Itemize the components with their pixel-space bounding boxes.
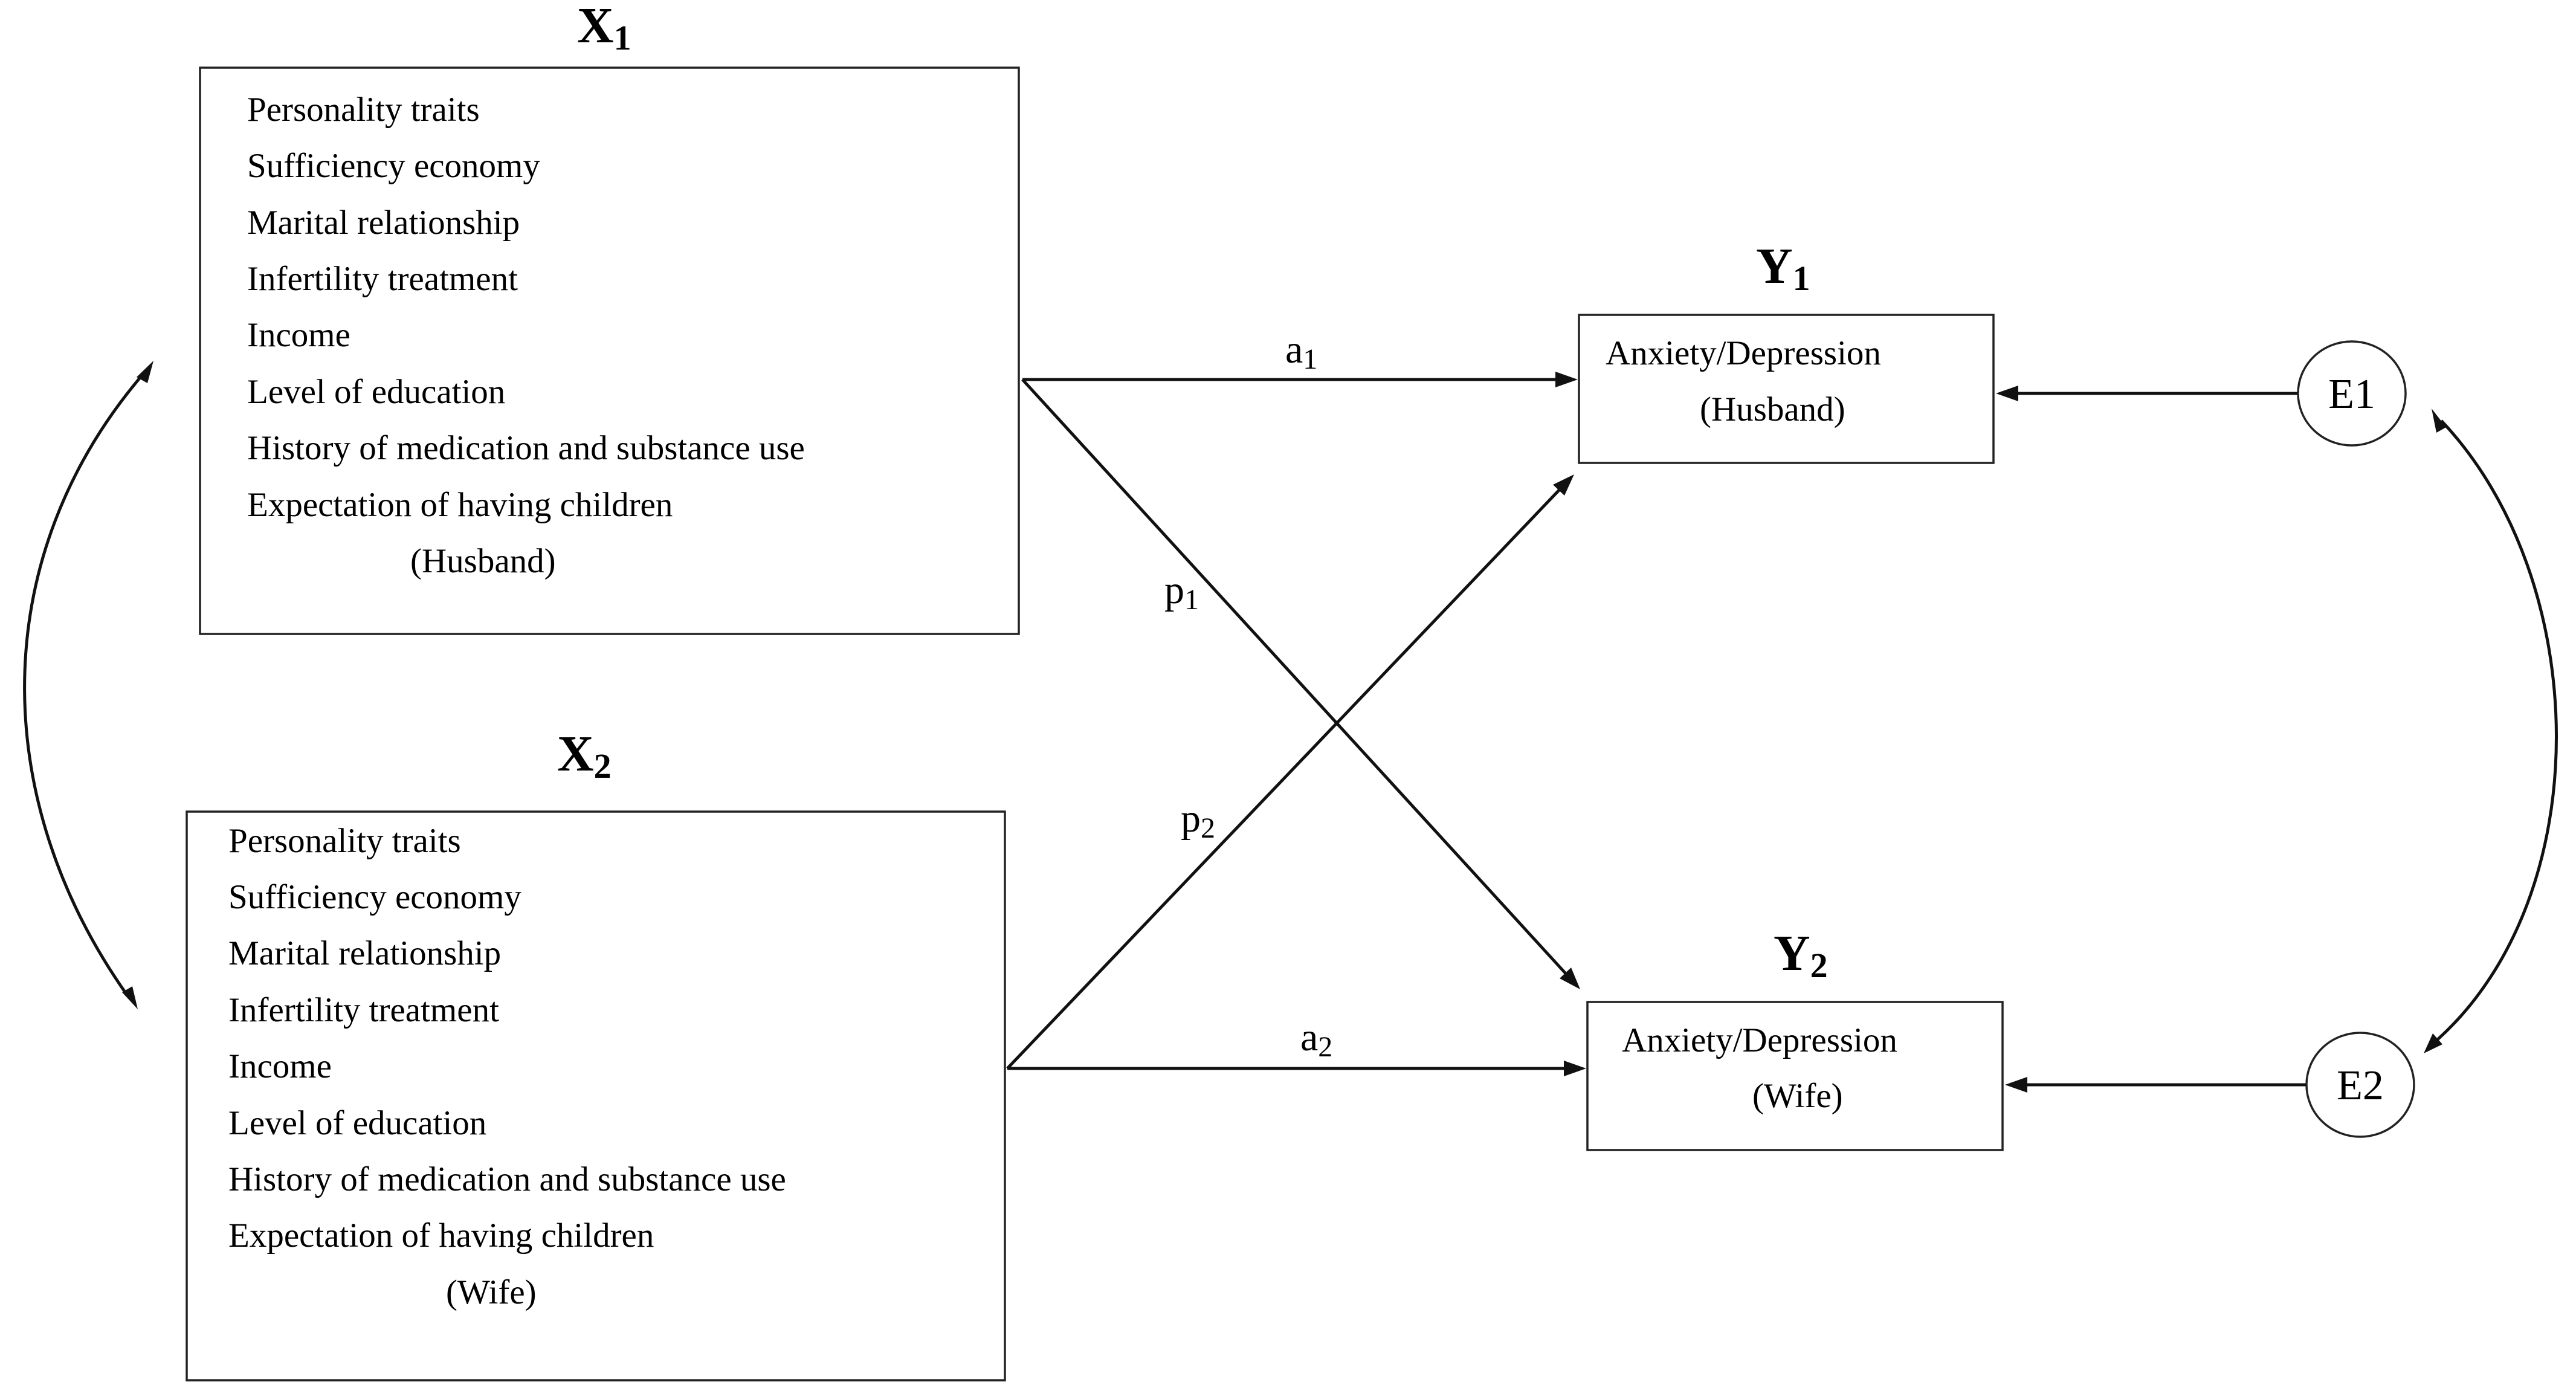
path-a2 [1007,1061,1586,1076]
path-e2-y2-arrowhead [2005,1077,2027,1093]
covariance-e1-e2-arrowhead-bottom [2424,1033,2442,1053]
y2-heading-subscript: 2 [1810,946,1828,985]
x2-item-medication: History of medication and substance use [228,1160,786,1198]
x2-item-education: Level of education [228,1104,486,1142]
path-a1-arrowhead [1555,372,1578,387]
x1-item-education: Level of education [247,373,505,411]
y1-role: (Husband) [1700,390,1845,428]
x2-block: X2 Personality traits Sufficiency econom… [186,726,1006,1381]
path-a1-label: a1 [1285,328,1317,375]
path-p2 [1006,474,1574,1070]
covariance-x1-x2-arc [23,373,144,996]
x1-heading-subscript: 1 [614,18,631,57]
path-p1-arrowhead [1560,968,1580,989]
path-a2-label: a2 [1300,1015,1332,1063]
path-p1-label: p1 [1164,568,1199,616]
x1-box [199,66,1020,635]
x2-box [186,810,1006,1381]
path-p2-arrowhead [1553,474,1574,496]
x2-role: (Wife) [446,1273,537,1311]
x1-role: (Husband) [410,542,556,580]
x1-heading: X1 [577,0,631,57]
y1-heading-subscript: 1 [1793,259,1810,298]
y2-heading-letter: Y [1774,925,1810,981]
y2-box [1586,1001,2004,1151]
covariance-e1-e2-arrowhead-top [2432,409,2446,433]
path-a1-subscript: 1 [1303,343,1317,375]
covariance-x1-x2 [23,361,153,1009]
x2-item-marital: Marital relationship [228,934,501,972]
x2-item-sufficiency: Sufficiency economy [228,878,521,916]
x2-heading-letter: X [557,726,594,782]
path-p1-letter: p [1164,568,1184,612]
y1-label: Anxiety/Depression [1606,334,1881,372]
path-p1 [1021,378,1580,989]
e2-circle [2305,1032,2415,1138]
x1-item-personality: Personality traits [247,91,480,129]
y2-label: Anxiety/Depression [1622,1021,1897,1059]
path-a1-letter: a [1285,328,1303,372]
x2-item-expectation: Expectation of having children [228,1217,654,1255]
x1-item-medication: History of medication and substance use [247,429,805,467]
x2-heading-subscript: 2 [594,746,612,786]
y1-block: Y1 Anxiety/Depression (Husband) [1578,238,1995,464]
path-p2-label: p2 [1181,797,1215,844]
path-a2-subscript: 2 [1318,1031,1332,1063]
x2-heading: X2 [557,726,612,786]
covariance-x1-x2-arrowhead-top [137,361,153,383]
x1-item-income: Income [247,316,350,354]
path-e2-y2 [2005,1077,2306,1093]
y1-heading-letter: Y [1756,238,1793,294]
y1-heading: Y1 [1756,238,1810,298]
path-e1-y1-arrowhead [1996,386,2018,401]
path-a2-arrowhead [1564,1061,1586,1076]
path-p1-subscript: 1 [1184,584,1199,616]
path-p2-subscript: 2 [1201,812,1215,844]
x1-block: X1 Personality traits Sufficiency econom… [199,0,1020,635]
x1-item-infertility: Infertility treatment [247,260,518,298]
covariance-x1-x2-arrowhead-bottom [122,986,138,1009]
x2-item-personality: Personality traits [228,822,461,860]
x2-item-infertility: Infertility treatment [228,991,499,1029]
y2-role: (Wife) [1752,1077,1843,1115]
e2-label: E2 [2337,1062,2384,1109]
y2-heading: Y2 [1774,925,1828,985]
x1-heading-letter: X [577,0,614,54]
path-a1 [1022,372,1578,387]
y1-box [1578,314,1995,464]
path-a2-letter: a [1300,1015,1318,1059]
e1-label: E1 [2328,371,2375,418]
y2-block: Y2 Anxiety/Depression (Wife) [1586,925,2004,1151]
covariance-e1-e2 [2424,409,2558,1053]
e2-node: E2 [2305,1032,2415,1138]
path-e1-y1 [1996,386,2297,401]
path-p1-line [1021,378,1568,976]
e1-node: E1 [2297,340,2407,447]
e1-circle [2297,340,2407,447]
x1-item-sufficiency: Sufficiency economy [247,147,540,185]
covariance-e1-e2-arc [2436,419,2558,1041]
path-p2-line [1006,488,1561,1070]
x2-item-income: Income [228,1047,332,1085]
x1-item-expectation: Expectation of having children [247,486,673,524]
path-p2-letter: p [1181,797,1201,841]
x1-item-marital: Marital relationship [247,204,520,242]
